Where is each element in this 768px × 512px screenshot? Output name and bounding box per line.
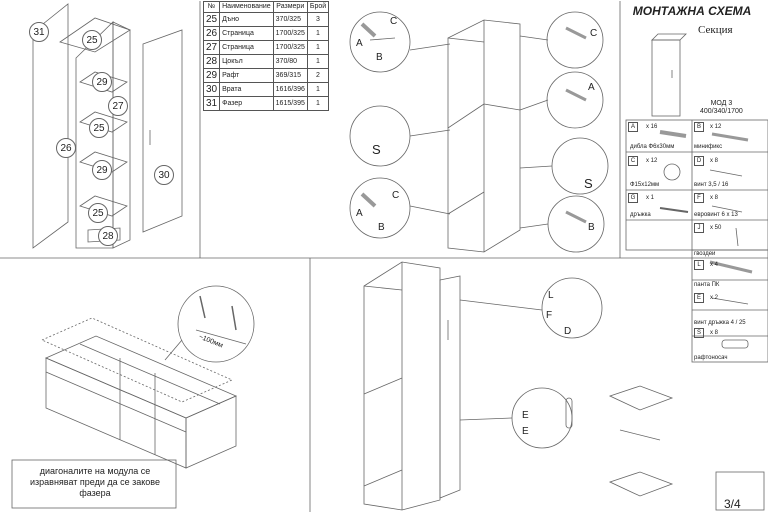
- hardware-code-g: G: [628, 193, 638, 203]
- hardware-name-g: дръжка: [630, 212, 651, 218]
- hardware-code-f: F: [694, 193, 704, 203]
- hardware-code-e: E: [694, 293, 704, 303]
- detail-letter-s-2: S: [584, 176, 593, 191]
- detail-letter-b-2: B: [378, 222, 385, 233]
- hardware-name-s: рафтоносач: [694, 355, 728, 361]
- detail-letter-a-3: A: [588, 82, 595, 93]
- hardware-qty-c: x 12: [646, 158, 658, 164]
- hardware-qty-a: x 16: [646, 124, 658, 130]
- hardware-qty-j: x 50: [710, 225, 722, 231]
- hardware-code-s: S: [694, 328, 704, 338]
- detail-letter-c-2: C: [392, 190, 400, 201]
- hardware-name-j: гвоздеи: [694, 251, 716, 257]
- model-info: МОД 3 400/340/1700: [700, 100, 743, 116]
- hardware-qty-l: x 4: [710, 262, 719, 268]
- detail-letter-b-3: B: [588, 222, 595, 233]
- page-number: 3/4: [724, 497, 741, 511]
- model-dimensions: 400/340/1700: [700, 108, 743, 115]
- hardware-code-c: C: [628, 156, 638, 166]
- hardware-code-d: D: [694, 156, 704, 166]
- detail-letter-c-1: C: [390, 16, 398, 27]
- hardware-qty-b: x 12: [710, 124, 722, 130]
- model-code: МОД 3: [710, 100, 733, 107]
- hardware-qty-e: x 2: [710, 295, 719, 301]
- part-label-31: 31: [29, 22, 49, 42]
- hardware-name-f: евровинт 6 х 13: [694, 212, 738, 218]
- part-label-26: 26: [56, 138, 76, 158]
- hinge-letter-e-2: E: [522, 426, 529, 437]
- part-label-30: 30: [154, 165, 174, 185]
- hinge-letter-l: L: [548, 290, 554, 301]
- detail-letter-a-1: A: [356, 38, 363, 49]
- hardware-qty-f: x 8: [710, 195, 719, 201]
- col-number: №: [202, 1, 221, 13]
- hardware-name-e: винт дръжка 4 / 25: [694, 320, 746, 326]
- detail-letter-s-1: S: [372, 142, 381, 157]
- assembly-note: диагоналите на модула се изравняват пред…: [30, 466, 160, 498]
- part-label-29-lower: 29: [92, 160, 112, 180]
- hardware-code-j: J: [694, 223, 704, 233]
- hardware-code-l: L: [694, 260, 704, 270]
- hardware-qty-s: x 8: [710, 330, 719, 336]
- hinge-letter-e-1: E: [522, 410, 529, 421]
- hardware-name-l: панта ПК: [694, 282, 720, 288]
- hardware-code-a: A: [628, 122, 638, 132]
- hardware-name-d: винт 3,5 / 16: [694, 182, 729, 188]
- hardware-qty-g: x 1: [646, 195, 655, 201]
- table-header-row: № Наименование Размери Брой: [202, 1, 330, 13]
- hinge-letter-d: D: [564, 326, 572, 337]
- hinge-letter-f: F: [546, 310, 553, 321]
- part-label-25-bottom: 25: [88, 203, 108, 223]
- col-count: Брой: [306, 1, 330, 13]
- hardware-qty-d: x 8: [710, 158, 719, 164]
- hardware-name-b: минификс: [694, 144, 723, 150]
- hardware-name-a: дибла Ф6х30мм: [630, 144, 675, 150]
- col-name: Наименование: [219, 1, 274, 13]
- part-label-25-middle: 25: [89, 118, 109, 138]
- detail-letter-c-3: C: [590, 28, 598, 39]
- page-subtitle: Секция: [698, 24, 733, 36]
- detail-letter-b-1: B: [376, 52, 383, 63]
- hardware-name-c: Ф15х12мм: [630, 182, 660, 188]
- part-label-25-top: 25: [82, 30, 102, 50]
- part-label-28: 28: [98, 226, 118, 246]
- col-dimensions: Размери: [272, 1, 308, 13]
- part-label-29-upper: 29: [92, 72, 112, 92]
- hardware-code-b: B: [694, 122, 704, 132]
- detail-letter-a-2: A: [356, 208, 363, 219]
- page-title: МОНТАЖНА СХЕМА: [632, 4, 752, 18]
- part-label-27: 27: [108, 96, 128, 116]
